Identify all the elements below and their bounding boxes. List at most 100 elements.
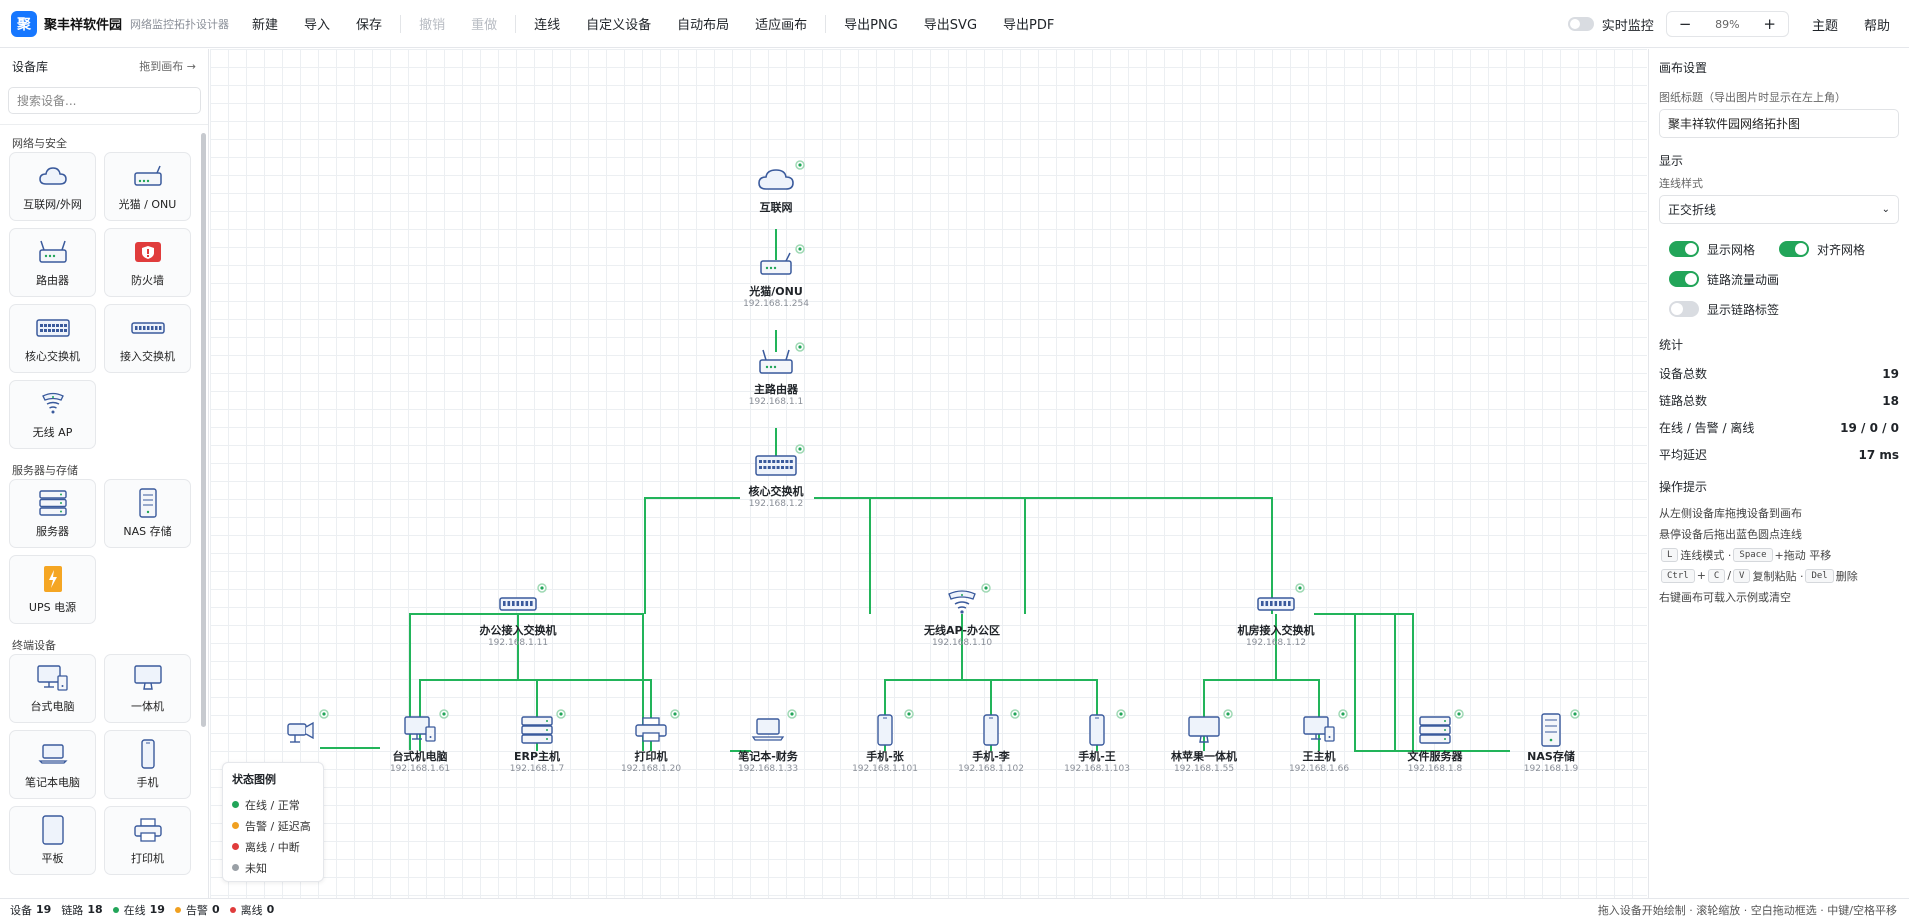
custom-device-button[interactable]: 自定义设备 (586, 18, 652, 33)
show-grid-toggle[interactable]: 显示网格 (1669, 241, 1755, 258)
zoom-in-button[interactable]: + (1763, 15, 1776, 33)
device-card-firewall[interactable]: 防火墙 (104, 228, 191, 297)
node-ip: 192.168.1.254 (743, 299, 809, 309)
onu-icon (760, 252, 792, 275)
zoom-level: 89% (1715, 17, 1740, 31)
legend-item-warning: 告警 / 延迟高 (232, 815, 314, 836)
device-search-input[interactable] (8, 87, 201, 114)
device-card-access-switch[interactable]: 接入交换机 (104, 304, 191, 373)
warning-dot (174, 906, 181, 913)
phone-icon (877, 714, 893, 746)
node-label: 打印机 (635, 749, 668, 763)
link-line[interactable] (814, 497, 871, 614)
live-monitor-toggle[interactable] (1567, 17, 1594, 31)
link-line[interactable] (644, 497, 740, 614)
link-line[interactable] (1203, 614, 1277, 751)
nas-icon (138, 488, 157, 518)
device-card-laptop[interactable]: 笔记本电脑 (9, 730, 96, 799)
topology-node[interactable] (287, 709, 329, 743)
device-card-printer[interactable]: 打印机 (104, 806, 191, 875)
link-line[interactable] (409, 613, 555, 750)
undo-button[interactable]: 撤销 (419, 18, 446, 33)
theme-button[interactable]: 主题 (1811, 18, 1838, 34)
library-title: 设备库 (12, 59, 49, 74)
import-button[interactable]: 导入 (304, 18, 331, 33)
ups-icon (43, 566, 62, 592)
camera-icon (287, 721, 314, 743)
status-dot (1226, 712, 1230, 716)
device-card-all-in-one[interactable]: 一体机 (104, 654, 191, 723)
link-line[interactable] (555, 613, 644, 751)
router-icon (759, 349, 793, 374)
help-button[interactable]: 帮助 (1863, 18, 1890, 34)
export-png-button[interactable]: 导出PNG (844, 18, 898, 33)
toolbar-divider (400, 14, 402, 33)
link-line[interactable] (419, 614, 519, 751)
device-card-internet[interactable]: 互联网/外网 (9, 152, 96, 221)
status-dot (798, 345, 802, 349)
category-terminals: 终端设备 (12, 639, 56, 652)
device-card-onu[interactable]: 光猫 / ONU (104, 152, 191, 221)
save-button[interactable]: 保存 (356, 18, 383, 33)
legend-item-unknown: 未知 (232, 857, 314, 878)
device-card-core-switch[interactable]: 核心交换机 (9, 304, 96, 373)
snap-grid-toggle[interactable]: 对齐网格 (1779, 241, 1865, 258)
redo-button[interactable]: 重做 (471, 18, 498, 33)
link-line[interactable] (962, 679, 1098, 751)
line-style-select[interactable]: 正交折线 ⌄ (1659, 195, 1899, 224)
panel-title: 画布设置 (1659, 61, 1708, 75)
status-dot (798, 447, 802, 451)
tips-heading: 操作提示 (1659, 480, 1708, 494)
device-card-nas[interactable]: NAS 存储 (104, 479, 191, 548)
device-card-desktop[interactable]: 台式电脑 (9, 654, 96, 723)
device-card-phone[interactable]: 手机 (104, 730, 191, 799)
flow-animation-toggle[interactable]: 链路流量动画 (1669, 271, 1779, 288)
device-card-tablet[interactable]: 平板 (9, 806, 96, 875)
new-button[interactable]: 新建 (252, 18, 279, 33)
device-card-wireless-ap[interactable]: 无线 AP (9, 380, 96, 449)
status-dot (442, 712, 446, 716)
link-line[interactable] (814, 497, 1026, 614)
firewall-icon (134, 242, 161, 262)
paper-title-input[interactable] (1659, 109, 1899, 138)
device-card-router[interactable]: 路由器 (9, 228, 96, 297)
fit-canvas-button[interactable]: 适应画布 (755, 18, 808, 33)
link-line[interactable] (814, 497, 1273, 614)
sidebar-scrollbar[interactable] (201, 133, 206, 727)
auto-layout-button[interactable]: 自动布局 (677, 18, 730, 33)
status-dot (798, 163, 802, 167)
node-ip: 192.168.1.1 (749, 397, 803, 407)
export-svg-button[interactable]: 导出SVG (923, 18, 978, 33)
link-labels-toggle[interactable]: 显示链路标签 (1669, 301, 1779, 318)
node-label: 核心交换机 (749, 484, 804, 498)
export-pdf-button[interactable]: 导出PDF (1003, 18, 1055, 33)
status-dot (790, 712, 794, 716)
topology-node[interactable]: 互联网 (758, 160, 805, 214)
device-card-ups[interactable]: UPS 电源 (9, 555, 96, 624)
connect-button[interactable]: 连线 (534, 18, 561, 33)
device-card-server[interactable]: 服务器 (9, 479, 96, 548)
link-line[interactable] (1314, 613, 1510, 752)
status-online-label: 在线 (123, 903, 146, 917)
link-line[interactable] (1276, 679, 1320, 751)
zoom-out-button[interactable]: − (1678, 15, 1692, 33)
